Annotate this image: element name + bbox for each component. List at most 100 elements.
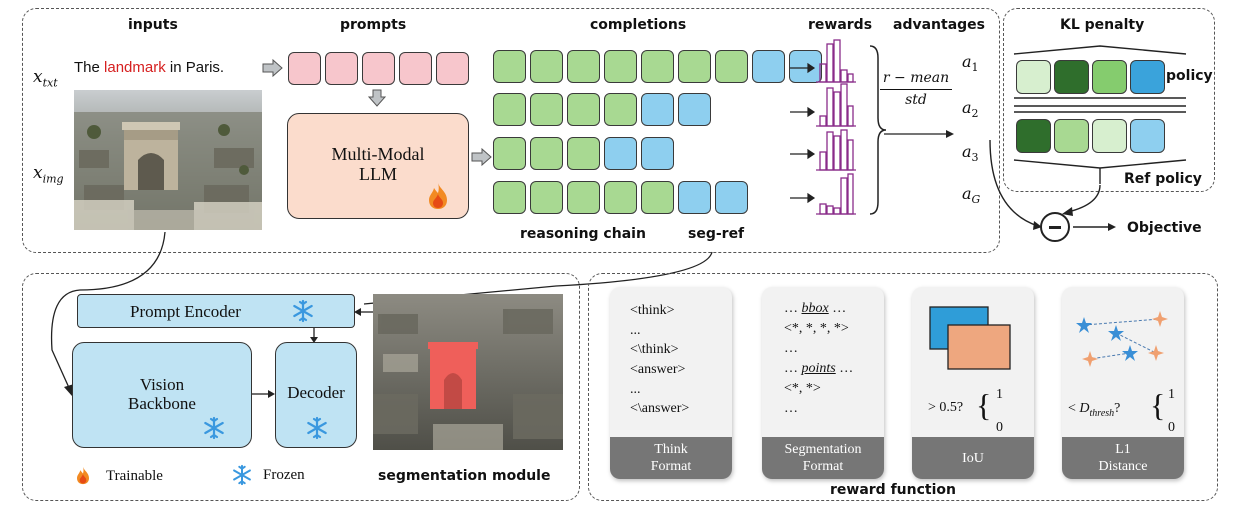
iou-condition: > 0.5? xyxy=(928,400,964,415)
completion-token xyxy=(530,181,563,214)
decoder-snowflake-icon xyxy=(307,416,327,440)
minus-operator-icon xyxy=(1040,212,1070,242)
prompt-token xyxy=(399,52,432,85)
completion-token xyxy=(678,50,711,83)
seg-ref-token xyxy=(641,93,674,126)
segfmt-line: … xyxy=(784,341,798,356)
l1-brace: { xyxy=(1150,387,1166,423)
x-img-symbol: ximg xyxy=(33,163,64,186)
segmentation-module-label: segmentation module xyxy=(378,468,551,484)
policy-token xyxy=(1054,60,1089,94)
seg-ref-token xyxy=(604,137,637,170)
seg-ref-token xyxy=(641,137,674,170)
completion-token xyxy=(493,50,526,83)
input-arrow xyxy=(262,58,283,78)
iou-boxes-icon xyxy=(929,306,1011,370)
completion-token xyxy=(493,181,526,214)
think-line: ... xyxy=(630,323,641,338)
segmentation-module-panel xyxy=(22,273,580,501)
completions-header: completions xyxy=(590,17,687,33)
decoder-label: Decoder xyxy=(287,383,345,402)
backbone-to-decoder-arrow xyxy=(252,390,275,398)
ref-policy-token xyxy=(1130,119,1165,153)
segfmt-line: <*, *> xyxy=(784,381,821,396)
legend-trainable: Trainable xyxy=(106,468,163,484)
objective-label: Objective xyxy=(1127,220,1202,236)
completion-token xyxy=(493,93,526,126)
think-line: <answer> xyxy=(630,362,686,377)
image-to-backbone-connector xyxy=(50,231,166,396)
input-text: The landmark in Paris. xyxy=(74,59,225,76)
vision-backbone-label-2: Backbone xyxy=(128,394,196,413)
prompt-token xyxy=(325,52,358,85)
reward-function-panel xyxy=(588,273,1218,501)
trainable-fire-icon xyxy=(77,466,89,485)
completion-token xyxy=(530,137,563,170)
advantage-a3: a3 xyxy=(962,142,979,165)
fraction-arrow xyxy=(884,130,954,138)
prompt-encoder-label: Prompt Encoder xyxy=(130,302,241,321)
completion-token xyxy=(604,181,637,214)
iou-card: > 0.5? { 1 0 IoU xyxy=(912,287,1034,479)
prompt-encoder: Prompt Encoder xyxy=(77,294,355,328)
kl-panel xyxy=(1003,8,1215,192)
completion-token xyxy=(493,137,526,170)
completion-token xyxy=(641,181,674,214)
prompt-to-llm-arrow xyxy=(367,89,387,107)
segfmt-line: … points … xyxy=(784,361,854,376)
think-line: <\think> xyxy=(630,342,679,357)
prompt-token xyxy=(288,52,321,85)
llm-label-line2: LLM xyxy=(359,164,397,184)
vision-backbone: Vision Backbone xyxy=(72,342,252,448)
normalization-brace xyxy=(869,45,887,215)
advantage-a1: a1 xyxy=(962,52,979,75)
keypoints-icon xyxy=(1076,311,1168,367)
advantage-aG: aG xyxy=(962,184,981,207)
fire-icon xyxy=(429,183,447,209)
iou-one: 1 xyxy=(996,387,1003,402)
completion-token xyxy=(567,50,600,83)
x-txt-symbol: xtxt xyxy=(33,67,58,90)
think-line: <think> xyxy=(630,303,675,318)
fraction-denominator: std xyxy=(905,92,927,108)
kl-penalty-header: KL penalty xyxy=(1060,17,1145,33)
seg-image-to-encoder-arrow xyxy=(354,308,374,316)
fraction-numerator: r − mean xyxy=(882,70,950,86)
encoder-to-decoder-arrow xyxy=(310,328,318,343)
llm-output-arrow xyxy=(471,147,492,167)
seg-ref-token xyxy=(715,181,748,214)
segfmt-line: <*, *, *, *> xyxy=(784,321,849,336)
reward-bars xyxy=(790,39,856,215)
iou-zero: 0 xyxy=(996,420,1003,435)
advantages-header: advantages xyxy=(893,17,985,33)
normalization-fraction: r − mean std xyxy=(880,70,952,108)
reasoning-chain-label: reasoning chain xyxy=(520,226,646,242)
l1-zero: 0 xyxy=(1168,420,1175,435)
frozen-snowflake-icon xyxy=(233,464,251,486)
llm-label-line1: Multi-Modal xyxy=(331,144,425,164)
segref-to-seg-connector xyxy=(363,251,713,305)
think-format-card: <think> ... <\think> <answer> ... <\answ… xyxy=(610,287,732,479)
seg-ref-token xyxy=(678,181,711,214)
completion-token xyxy=(715,50,748,83)
grpo-panel xyxy=(22,8,1000,253)
ref-policy-token xyxy=(1092,119,1127,153)
vision-backbone-label-1: Vision xyxy=(139,375,185,394)
input-image xyxy=(74,90,262,230)
prompt-encoder-snowflake-icon xyxy=(293,299,313,323)
segfmt-line: … bbox … xyxy=(784,301,847,316)
completion-token xyxy=(530,50,563,83)
segfmt-line: … xyxy=(784,401,798,416)
objective-connectors xyxy=(989,139,1116,231)
completion-token xyxy=(567,137,600,170)
advantage-a2: a2 xyxy=(962,98,979,121)
rewards-header: rewards xyxy=(808,17,873,33)
policy-token xyxy=(1130,60,1165,94)
policy-token xyxy=(1092,60,1127,94)
seg-ref-token xyxy=(752,50,785,83)
seg-ref-token xyxy=(789,50,822,83)
